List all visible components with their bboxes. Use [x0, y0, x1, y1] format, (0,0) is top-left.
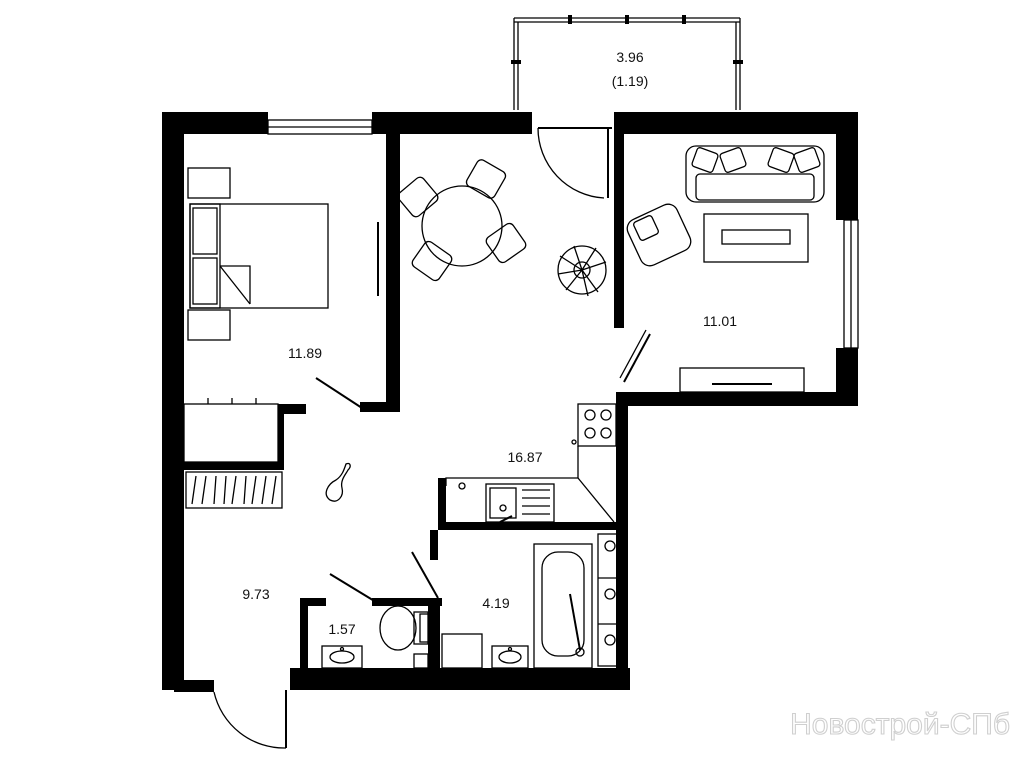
- walls: [162, 112, 858, 692]
- doors: [213, 127, 651, 749]
- balcony-reduced-area-label: (1.19): [612, 73, 649, 89]
- hall-area-label: 9.73: [242, 586, 269, 602]
- wc-fixtures: [321, 605, 431, 669]
- windows: [267, 119, 859, 349]
- kitchen-living-area-label: 16.87: [507, 449, 542, 465]
- balcony: [511, 15, 743, 110]
- hall-furniture: [185, 462, 351, 509]
- wc-area-label: 1.57: [328, 621, 355, 637]
- living-furniture: [626, 145, 825, 393]
- bathroom-area-label: 4.19: [482, 595, 509, 611]
- bathroom-fixtures: [441, 533, 621, 669]
- living-room-area-label: 11.01: [703, 313, 737, 329]
- dining-set: [397, 159, 527, 282]
- kitchen-equipment: [445, 403, 617, 523]
- bedroom-area-label: 11.89: [288, 345, 322, 361]
- bedroom-furniture: [183, 167, 329, 463]
- area-labels: 3.96 (1.19) 11.89 16.87 11.01 9.73 1.57 …: [242, 49, 737, 637]
- balcony-area-label: 3.96: [616, 49, 643, 65]
- watermark: Новострой-СПб: [790, 708, 1010, 741]
- plant: [557, 245, 607, 297]
